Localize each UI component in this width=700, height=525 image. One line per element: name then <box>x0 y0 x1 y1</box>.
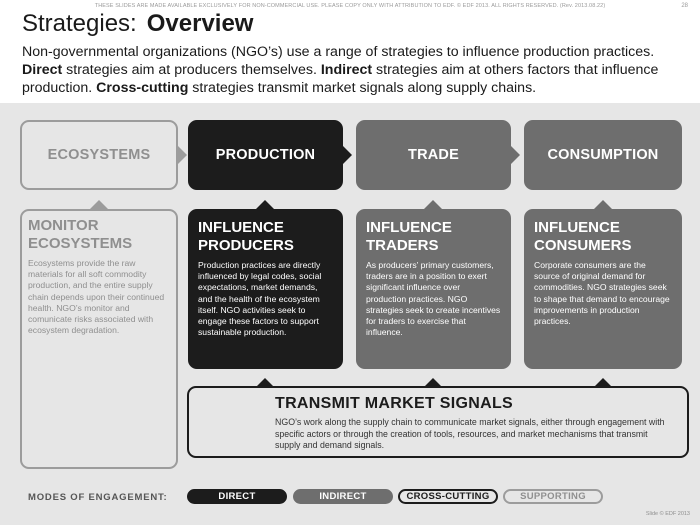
stage-consumption: CONSUMPTION <box>524 120 682 190</box>
arrow-up-icon <box>594 200 612 209</box>
legend-cross-cutting: CROSS-CUTTING <box>398 489 498 504</box>
monitor-title: MONITOR ECOSYSTEMS <box>28 217 170 253</box>
intro-text: Non-governmental organizations (NGO’s) u… <box>22 44 655 60</box>
diagram-area: ECOSYSTEMS PRODUCTION TRADE CONSUMPTION … <box>0 103 700 525</box>
traders-title-line: INFLUENCE <box>366 219 452 236</box>
intro-text: strategies aim at others factors that in… <box>22 62 659 96</box>
stage-trade: TRADE <box>356 120 511 190</box>
consumers-body: Corporate consumers are the source of or… <box>534 260 670 327</box>
consumers-title: INFLUENCE CONSUMERS <box>534 219 672 255</box>
title-prefix: Strategies: <box>22 10 137 37</box>
ecosystems-column-frame <box>20 209 178 469</box>
intro-direct-word: Direct <box>22 62 63 78</box>
monitor-body: Ecosystems provide the raw materials for… <box>28 258 165 336</box>
arrow-up-icon <box>90 200 108 209</box>
title-main: Overview <box>146 10 254 37</box>
monitor-title-line: ECOSYSTEMS <box>28 235 133 252</box>
arrow-up-icon <box>256 378 274 387</box>
intro-text: strategies aim at producers themselves. <box>62 62 321 78</box>
slide-title: Strategies: Overview <box>22 10 253 38</box>
producers-title-line: PRODUCERS <box>198 237 294 254</box>
influence-traders-box: INFLUENCE TRADERS As producers’ primary … <box>356 209 511 369</box>
traders-title-line: TRADERS <box>366 237 439 254</box>
legend-direct: DIRECT <box>187 489 287 504</box>
arrow-up-icon <box>256 200 274 209</box>
producers-body: Production practices are directly influe… <box>198 260 322 338</box>
arrow-right-icon <box>343 146 352 164</box>
traders-body: As producers’ primary customers, traders… <box>366 260 501 338</box>
producers-title-line: INFLUENCE <box>198 219 284 236</box>
legend-supporting: SUPPORTING <box>503 489 603 504</box>
consumers-title-line: INFLUENCE <box>534 219 620 236</box>
stage-ecosystems: ECOSYSTEMS <box>20 120 178 190</box>
page-number: 28 <box>681 3 688 9</box>
transmit-body: NGO’s work along the supply chain to com… <box>275 417 665 450</box>
intro-text: strategies transmit market signals along… <box>188 80 537 96</box>
arrow-right-icon <box>178 146 187 164</box>
stage-production: PRODUCTION <box>188 120 343 190</box>
influence-producers-box: INFLUENCE PRODUCERS Production practices… <box>188 209 343 369</box>
producers-title: INFLUENCE PRODUCERS <box>198 219 333 255</box>
slide-credit: Slide © EDF 2013 <box>645 511 690 517</box>
transmit-title: TRANSMIT MARKET SIGNALS <box>275 395 514 412</box>
arrow-up-icon <box>424 378 442 387</box>
monitor-title-line: MONITOR <box>28 217 99 234</box>
influence-consumers-box: INFLUENCE CONSUMERS Corporate consumers … <box>524 209 682 369</box>
legend-indirect: INDIRECT <box>293 489 393 504</box>
transmit-market-signals-box: TRANSMIT MARKET SIGNALS NGO’s work along… <box>187 386 689 458</box>
arrow-up-icon <box>594 378 612 387</box>
disclaimer-text: THESE SLIDES ARE MADE AVAILABLE EXCLUSIV… <box>94 3 606 9</box>
traders-title: INFLUENCE TRADERS <box>366 219 501 255</box>
legend-label: MODES OF ENGAGEMENT: <box>28 492 168 503</box>
consumers-title-line: CONSUMERS <box>534 237 632 254</box>
intro-paragraph: Non-governmental organizations (NGO’s) u… <box>22 43 682 97</box>
arrow-up-icon <box>424 200 442 209</box>
arrow-right-icon <box>511 146 520 164</box>
intro-indirect-word: Indirect <box>320 62 373 78</box>
monitor-ecosystems-box: MONITOR ECOSYSTEMS Ecosystems provide th… <box>20 209 178 369</box>
intro-cross-word: Cross-cutting <box>96 80 189 96</box>
